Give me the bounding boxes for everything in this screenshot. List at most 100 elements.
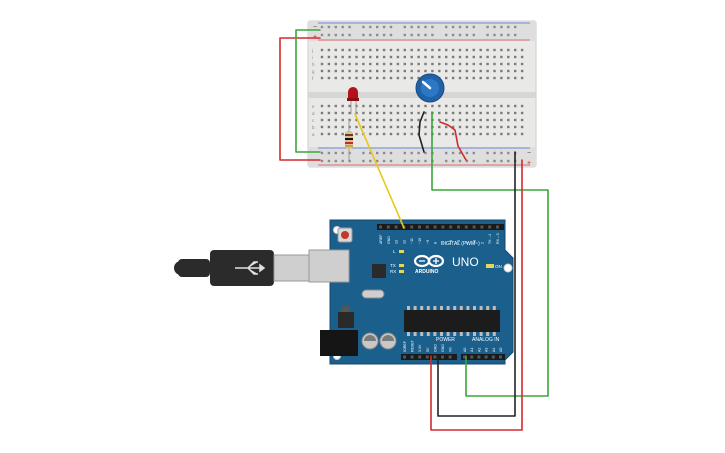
power-pin-label: 3.3V [418,344,422,352]
breadboard-hole [514,55,517,59]
rail-hole [424,33,427,37]
rail-hole [382,159,386,163]
rail-hole [451,33,455,37]
breadboard-hole [369,104,372,108]
breadboard-hole [410,69,413,73]
breadboard-hole [458,125,462,129]
breadboard-hole [403,132,406,136]
header-pin[interactable] [425,355,429,359]
breadboard-hole [348,76,351,80]
header-pin[interactable] [433,355,437,359]
breadboard-hole [486,48,489,52]
breadboard-hole [451,111,455,115]
rail-hole [458,25,462,29]
header-pin[interactable] [457,225,460,229]
header-pin[interactable] [470,355,474,359]
rail-hole [486,25,489,29]
header-pin[interactable] [418,225,421,229]
breadboard-hole [410,132,413,136]
header-pin[interactable] [477,355,481,359]
breadboard-hole [445,118,448,122]
breadboard-hole [396,76,400,80]
breadboard-hole [376,125,379,129]
breadboard-hole [424,104,427,108]
rail-hole [445,159,448,163]
breadboard-hole [514,62,517,66]
breadboard-hole [445,76,448,80]
breadboard-hole [376,111,379,115]
wire-red-5v [430,159,523,431]
breadboard-hole [458,132,462,136]
header-pin[interactable] [394,225,398,229]
breadboard-hole [320,118,324,122]
breadboard-hole [424,69,427,73]
header-pin[interactable] [433,225,437,229]
breadboard-hole [445,125,448,129]
rail-hole [327,159,331,163]
header-pin[interactable] [441,355,444,359]
header-pin[interactable] [488,225,492,229]
breadboard-hole [493,48,496,52]
analog-pin-label: A5 [499,348,503,352]
power-header [401,354,457,360]
breadboard-hole [334,104,337,108]
header-pin[interactable] [379,225,382,229]
header-pin[interactable] [410,355,414,359]
chip-pin [453,332,457,336]
rail-hole [341,151,344,155]
breadboard-hole [348,55,351,59]
led-tx-indicator [399,264,404,267]
reset-button-cap [341,231,349,239]
header-pin[interactable] [484,355,488,359]
breadboard-hole [348,48,351,52]
breadboard-hole [500,104,503,108]
header-pin[interactable] [496,225,499,229]
breadboard-hole [410,55,413,59]
usb-logo-icon [235,261,266,275]
breadboard-hole [472,48,475,52]
header-pin[interactable] [448,355,452,359]
rail-hole [389,151,393,155]
header-pin[interactable] [463,355,466,359]
header-pin[interactable] [418,355,422,359]
breadboard-hole [472,69,475,73]
rail-hole [348,25,351,29]
header-pin[interactable] [386,225,390,229]
breadboard-hole [341,55,344,59]
header-pin[interactable] [491,355,495,359]
header-pin[interactable] [480,225,484,229]
header-pin[interactable] [425,225,429,229]
header-pin[interactable] [441,225,445,229]
header-pin[interactable] [403,355,406,359]
header-pin[interactable] [464,225,468,229]
rail-hole [327,151,331,155]
digital-section-label: DIGITAL (PWM~) [441,241,480,247]
breadboard-hole [465,111,469,115]
breadboard-hole [424,132,427,136]
breadboard-hole [465,125,469,129]
breadboard-hole [465,48,469,52]
breadboard-hole [424,125,427,129]
breadboard-hole [520,111,524,115]
breadboard-hole [410,104,413,108]
rail-hole [320,33,324,37]
led-rx-label: RX [390,269,396,274]
header-holes [379,225,502,359]
power-pin-label: IOREF [403,340,407,352]
rail-hole [369,33,372,37]
breadboard-hole [348,118,351,122]
header-pin[interactable] [410,225,414,229]
breadboard-hole [465,55,469,59]
breadboard-hole [465,76,469,80]
header-pin[interactable] [449,225,453,229]
breadboard-hole [451,132,455,136]
chip-pin [473,306,476,310]
resistor-band [345,134,353,136]
breadboard-hole [410,118,413,122]
rail-hole [362,159,365,163]
breadboard-hole [493,69,496,73]
header-pin[interactable] [499,355,502,359]
breadboard-hole [445,69,448,73]
breadboard-hole [389,48,393,52]
header-pin[interactable] [472,225,476,229]
